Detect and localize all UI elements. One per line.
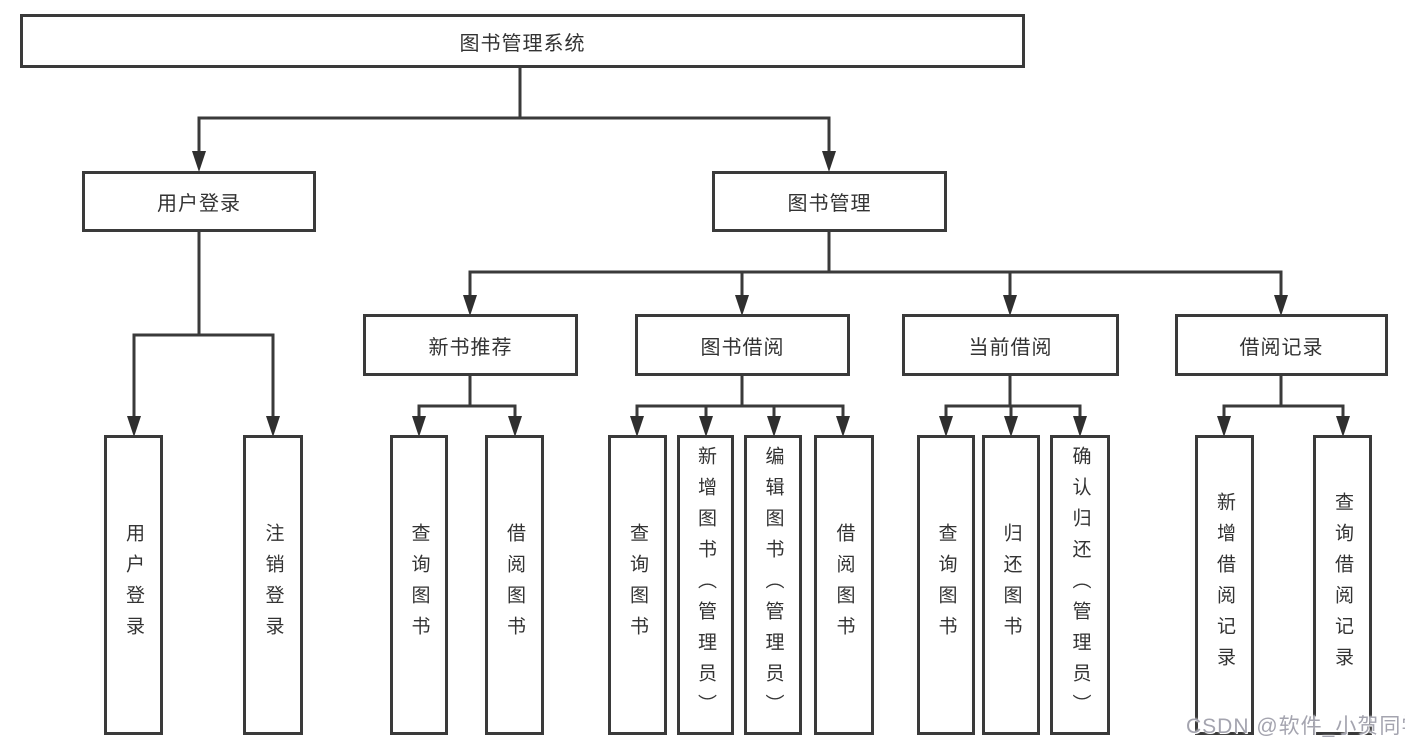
leaf-return-books: 归还图书 — [982, 435, 1040, 735]
leaf-query-books-borrowing: 查询图书 — [608, 435, 667, 735]
leaf-borrow-books-recommend: 借阅图书 — [485, 435, 544, 735]
node-book-borrowing: 图书借阅 — [635, 314, 850, 376]
leaf-borrow-books-borrowing: 借阅图书 — [814, 435, 874, 735]
node-borrowing-records: 借阅记录 — [1175, 314, 1388, 376]
leaf-add-books-admin: 新增图书（管理员） — [677, 435, 734, 735]
leaf-query-books-recommend: 查询图书 — [390, 435, 448, 735]
leaf-query-borrow-record: 查询借阅记录 — [1313, 435, 1372, 735]
node-new-book-recommendation: 新书推荐 — [363, 314, 578, 376]
node-user-login: 用户登录 — [82, 171, 316, 232]
node-book-management: 图书管理 — [712, 171, 947, 232]
node-root-library-system: 图书管理系统 — [20, 14, 1025, 68]
leaf-user-login: 用户登录 — [104, 435, 163, 735]
csdn-watermark: CSDN @软件_小贺同学 — [1186, 715, 1405, 738]
arrowheads — [127, 151, 1350, 437]
leaf-add-borrow-record: 新增借阅记录 — [1195, 435, 1254, 735]
leaf-logout: 注销登录 — [243, 435, 303, 735]
leaf-edit-books-admin: 编辑图书（管理员） — [744, 435, 802, 735]
leaf-confirm-return-admin: 确认归还（管理员） — [1050, 435, 1110, 735]
node-current-borrowing: 当前借阅 — [902, 314, 1119, 376]
leaf-query-books-current: 查询图书 — [917, 435, 975, 735]
